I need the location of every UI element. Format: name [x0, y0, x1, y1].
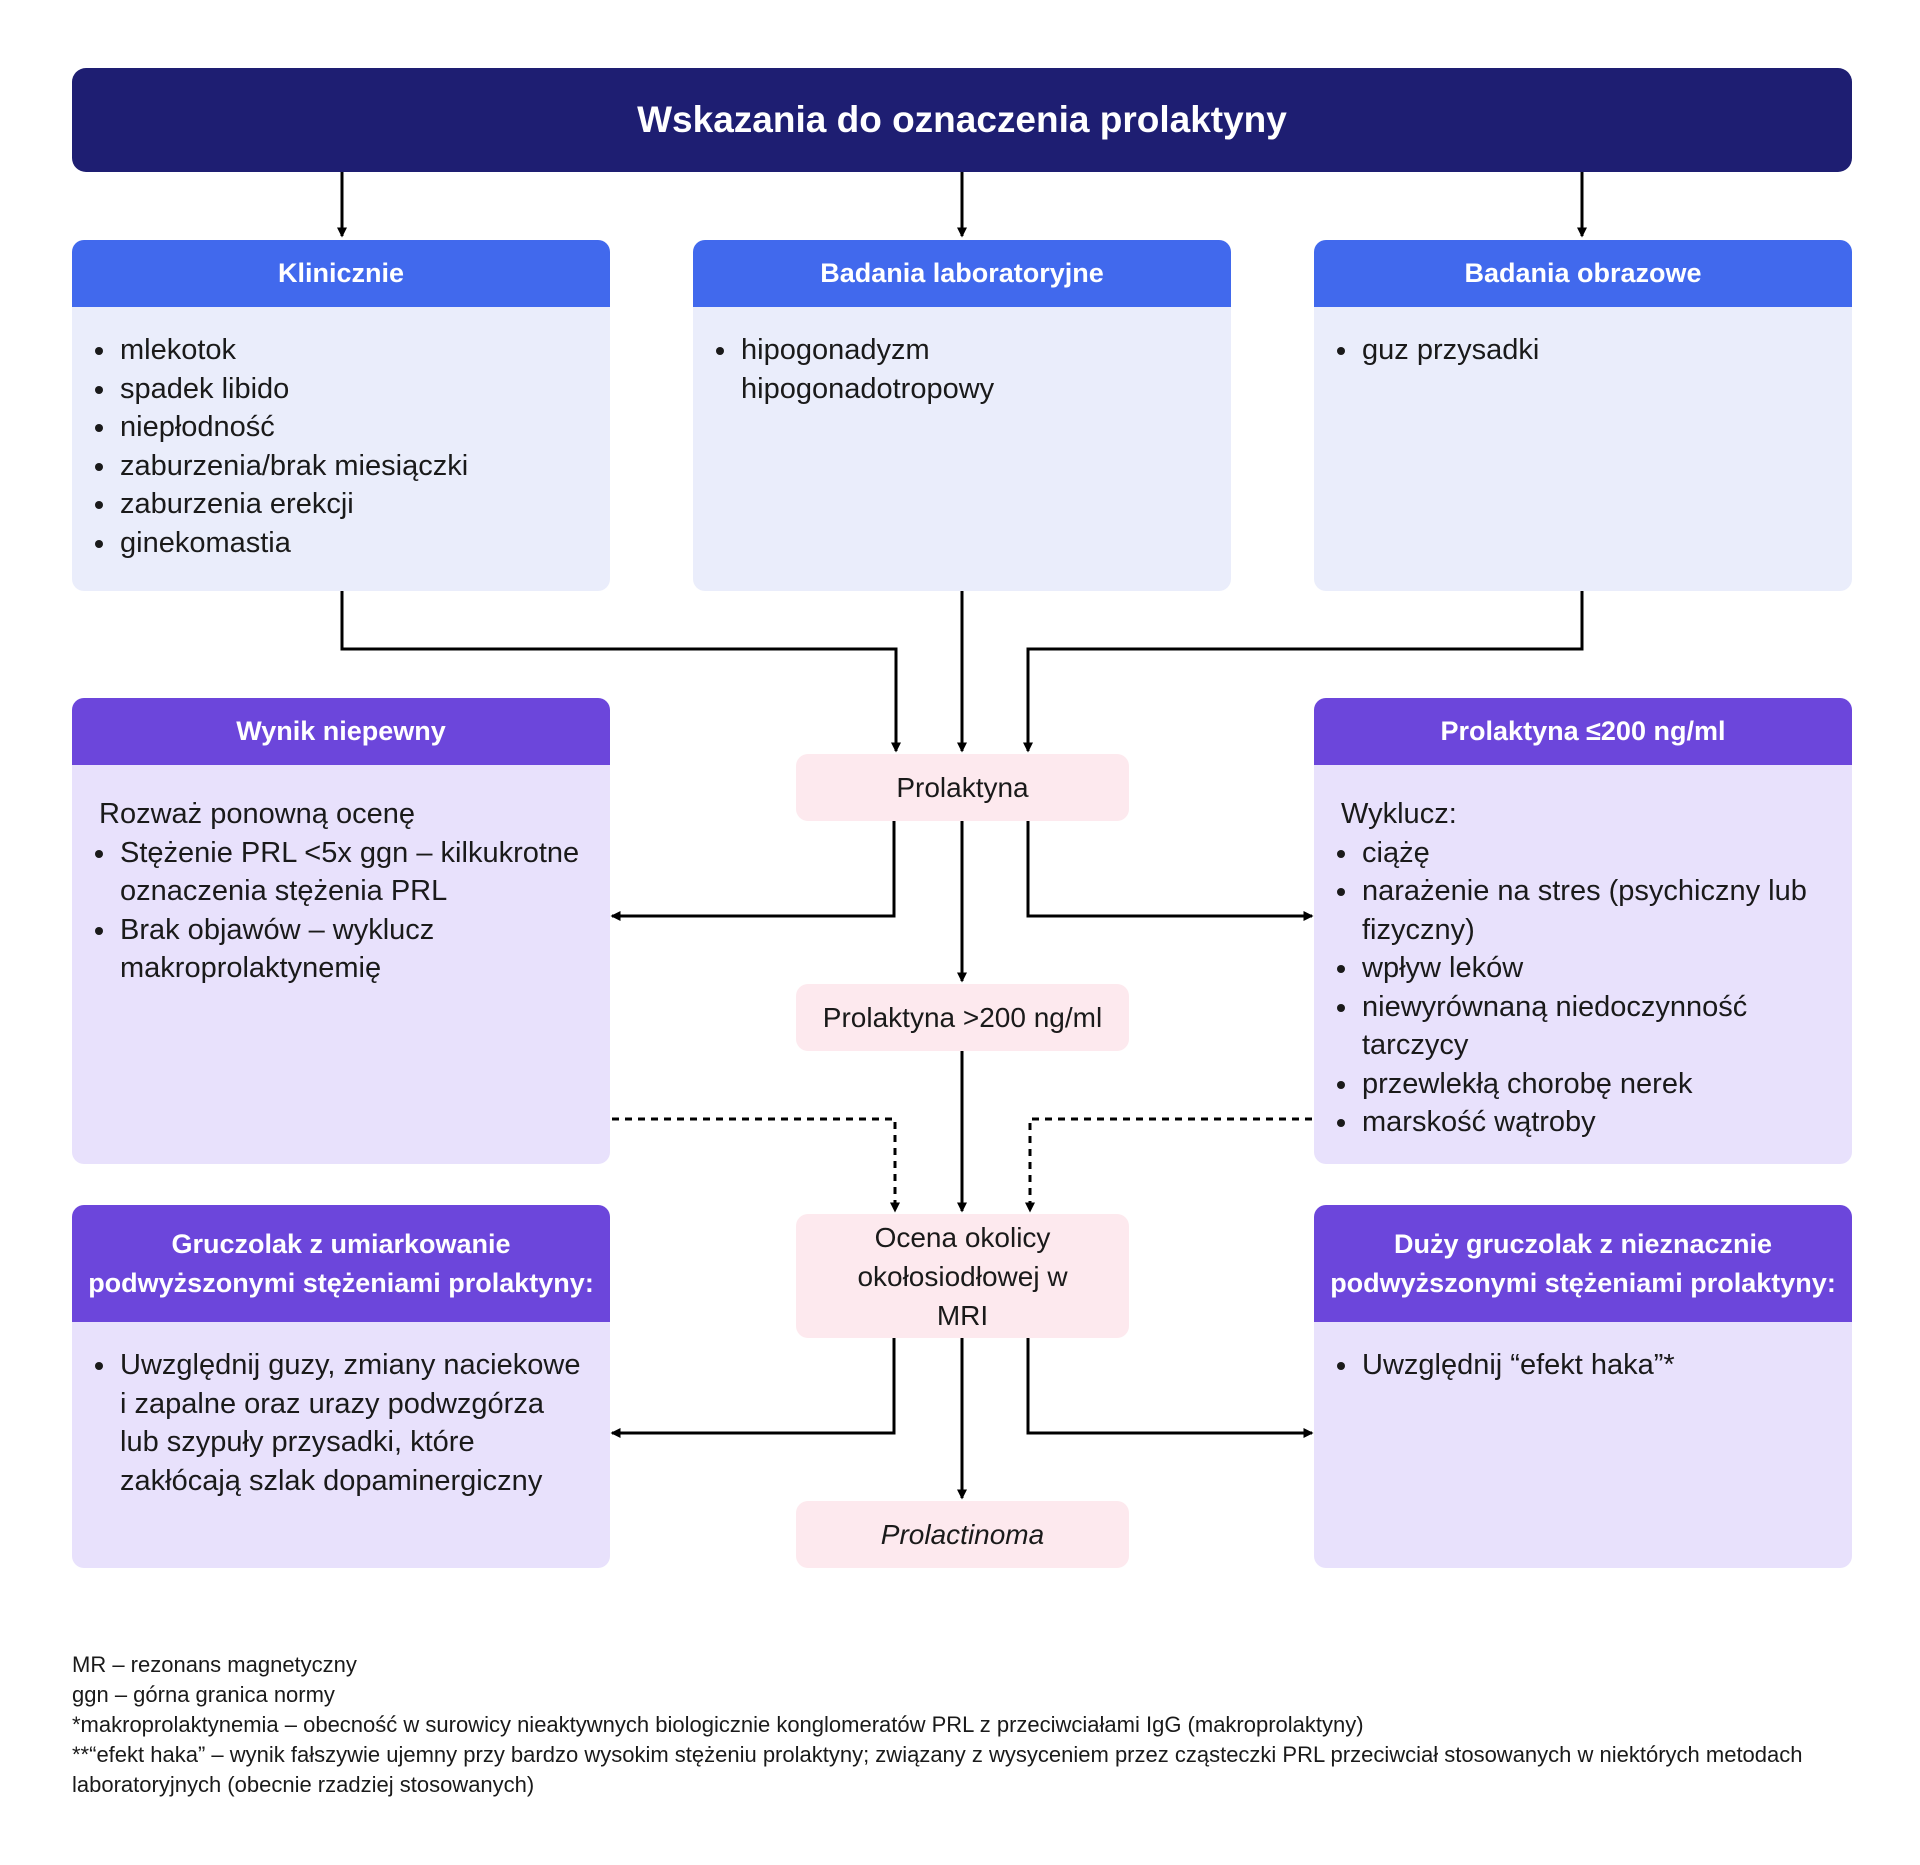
box-header: Badania laboratoryjne	[693, 240, 1231, 307]
list-item: ginekomastia	[118, 524, 610, 563]
arrow-mri-to-moderate	[610, 1338, 896, 1438]
bullet-list: ciążę narażenie na stres (psychiczny lub…	[1341, 834, 1832, 1142]
box-header: Badania obrazowe	[1314, 240, 1852, 307]
list-item: Stężenie PRL <5x ggn – kilkukrotne oznac…	[118, 834, 586, 911]
list-item: mlekotok	[118, 331, 610, 370]
node-mri-assessment: Ocena okolicy okołosiodłowej w MRI	[796, 1214, 1129, 1338]
box-badania-obrazowe: Badania obrazowe guz przysadki	[1314, 240, 1852, 591]
bullet-list: Uwzględnij guzy, zmiany naciekowe i zapa…	[72, 1346, 590, 1500]
arrow-obrazowe-to-prolaktyna	[1023, 591, 1584, 753]
list-item: narażenie na stres (psychiczny lub fizyc…	[1360, 872, 1832, 949]
legend-line: ggn – górna granica normy	[72, 1682, 335, 1707]
list-item: zaburzenia/brak miesiączki	[118, 447, 610, 486]
bullet-list: hipogonadyzm hipogonadotropowy	[693, 331, 1039, 408]
list-item: ciążę	[1360, 834, 1832, 873]
bullet-list: guz przysadki	[1314, 331, 1852, 370]
arrow-prolaktyna-to-uncertain	[610, 821, 896, 921]
node-prolaktyna-high: Prolaktyna >200 ng/ml	[796, 984, 1129, 1051]
dashed-arrow-low-to-mri	[1025, 1117, 1312, 1213]
list-item: niewyrównaną niedoczynność tarczycy	[1360, 988, 1832, 1065]
box-duzy-gruczolak: Duży gruczolak z nieznacznie podwyższony…	[1314, 1205, 1852, 1568]
node-prolactinoma: Prolactinoma	[796, 1501, 1129, 1568]
legend: MR – rezonans magnetyczny ggn – górna gr…	[72, 1650, 1852, 1800]
list-item: zaburzenia erekcji	[118, 485, 610, 524]
box-prolaktyna-low: Prolaktyna ≤200 ng/ml Wyklucz: ciążę nar…	[1314, 698, 1852, 1164]
list-item: niepłodność	[118, 408, 610, 447]
bullet-list: mlekotok spadek libido niepłodność zabur…	[72, 331, 610, 562]
box-header: Klinicznie	[72, 240, 610, 307]
legend-line: MR – rezonans magnetyczny	[72, 1652, 357, 1677]
box-header: Wynik niepewny	[72, 698, 610, 765]
box-intro: Rozważ ponowną ocenę	[99, 798, 415, 830]
diagram-title: Wskazania do oznaczenia prolaktyny	[72, 68, 1852, 172]
list-item: hipogonadyzm hipogonadotropowy	[739, 331, 1039, 408]
list-item: Uwzględnij guzy, zmiany naciekowe i zapa…	[118, 1346, 590, 1500]
list-item: Brak objawów – wyklucz makroprolaktynemi…	[118, 911, 586, 988]
box-intro: Wyklucz:	[1341, 798, 1457, 830]
box-header: Duży gruczolak z nieznacznie podwyższony…	[1314, 1205, 1852, 1322]
list-item: wpływ leków	[1360, 949, 1832, 988]
dashed-arrow-uncertain-to-mri	[612, 1117, 900, 1213]
box-klinicznie: Klinicznie mlekotok spadek libido niepło…	[72, 240, 610, 591]
arrow-klinicznie-to-prolaktyna	[340, 591, 901, 753]
box-gruczolak-umiarkowany: Gruczolak z umiarkowanie podwyższonymi s…	[72, 1205, 610, 1568]
list-item: spadek libido	[118, 370, 610, 409]
bullet-list: Uwzględnij “efekt haka”*	[1314, 1346, 1852, 1385]
box-header: Prolaktyna ≤200 ng/ml	[1314, 698, 1852, 765]
list-item: guz przysadki	[1360, 331, 1852, 370]
arrow-mri-to-large	[1026, 1338, 1314, 1438]
box-badania-laboratoryjne: Badania laboratoryjne hipogonadyzm hipog…	[693, 240, 1231, 591]
arrow-prolaktyna-to-low	[1026, 821, 1314, 921]
legend-line: *makroprolaktynemia – obecność w surowic…	[72, 1712, 1364, 1737]
list-item: marskość wątroby	[1360, 1103, 1832, 1142]
bullet-list: Stężenie PRL <5x ggn – kilkukrotne oznac…	[99, 834, 586, 988]
box-wynik-niepewny: Wynik niepewny Rozważ ponowną ocenę Stęż…	[72, 698, 610, 1164]
legend-line: **“efekt haka” – wynik fałszywie ujemny …	[72, 1742, 1803, 1797]
box-header: Gruczolak z umiarkowanie podwyższonymi s…	[72, 1205, 610, 1322]
list-item: Uwzględnij “efekt haka”*	[1360, 1346, 1852, 1385]
list-item: przewlekłą chorobę nerek	[1360, 1065, 1832, 1104]
node-prolaktyna: Prolaktyna	[796, 754, 1129, 821]
